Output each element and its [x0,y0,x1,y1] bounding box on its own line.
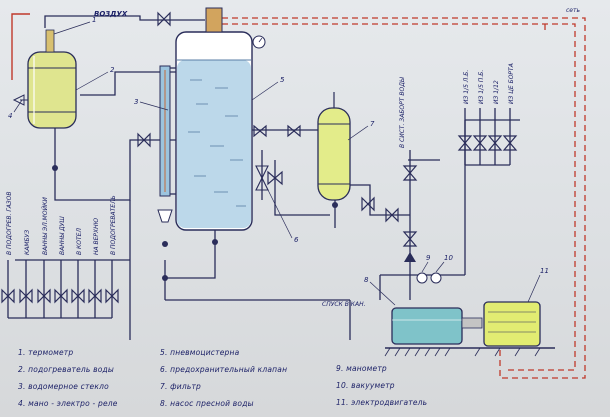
callout-8: 8 [364,276,369,284]
legend-item: 7. фильтр [160,382,201,391]
legend-item: 10. вакууметр [336,381,395,390]
legend-column-3: 9. манометр 10. вакууметр 11. электродви… [336,360,427,411]
air-label: ВОЗДУХ [94,10,128,18]
outlet-label-4: ВАННЫ ДУШ [59,216,66,255]
vacuum-gauge [430,272,442,284]
top-outlet-label-1: ИЗ 1/5 Л.Б. [463,70,470,104]
outlet-label-1: В ПОДОГРЕВ. ГАЗОВ [6,192,13,255]
legend-item: 11. электродвигатель [336,398,428,407]
legend-item: 4. мано - электро - реле [18,399,118,408]
valves [1,11,518,304]
manometer [416,272,428,284]
pressure-electric-relay [12,94,28,106]
callout-11: 11 [540,267,549,275]
legend-item: 9. манометр [336,364,387,373]
side-note-label: В СИСТ. ЗАБОРТ ВОДЫ [399,76,406,148]
callout-4: 4 [8,112,12,120]
top-outlet-pipes [464,108,511,166]
callout-5: 5 [280,76,285,84]
callout-9: 9 [426,254,431,262]
callout-leaders [13,21,541,306]
outlet-label-3: ВАННЫ ЭЛ.МОЙКИ [42,197,49,255]
callout-7: 7 [370,120,375,128]
legend-item: 6. предохранительный клапан [160,365,288,374]
legend-item: 8. насос пресной воды [160,399,254,408]
water-heater [27,51,77,129]
outlet-label-6: НА ВЕРХНЮ [93,217,100,255]
drain-points [52,165,338,281]
callout-2: 2 [110,66,115,74]
callout-10: 10 [444,254,453,262]
bottom-outlet-pipes [7,260,113,319]
safety-valve [255,165,269,191]
legend-item: 3. водомерное стекло [18,382,109,391]
legend-item: 2. подогреватель воды [18,365,115,374]
top-outlet-label-2: ИЗ 1/5 П.Б. [478,70,485,104]
legend-column-2: 5. пневмоцистерна 6. предохранительный к… [160,344,287,412]
thermometer [45,29,55,53]
tank-pressure-gauge [252,35,266,49]
pump-motor-unit [384,347,555,357]
callout-1: 1 [92,16,96,24]
top-outlet-label-3: ИЗ 1/12 [493,80,500,104]
check-valve [404,252,416,262]
outlet-label-5: В КОТЕЛ [76,228,83,255]
network-label: сеть [566,7,580,14]
tank-top-fitting [205,7,223,33]
water-filter [317,92,351,201]
legend-item: 5. пневмоцистерна [160,348,240,357]
legend-item: 1. термометр [18,348,74,357]
callout-6: 6 [294,236,299,244]
legend-column-1: 1. термометр 2. подогреватель воды 3. во… [18,344,118,412]
signal-wire [222,17,586,379]
outlet-label-7: В ПОДОГРЕВАТЕЛЬ [110,195,117,255]
water-level-glass [157,65,176,223]
fresh-water-pump [391,307,483,345]
callout-3: 3 [134,98,138,106]
top-outlet-label-4: ИЗ ЦЕ БОРТА [508,63,515,104]
pipe-network [11,13,520,340]
electric-motor [483,301,541,347]
pneumatic-tank [175,31,253,231]
drain-label: СПУСК В КАН. [322,301,366,308]
outlet-label-2: КАМБУЗ [24,230,31,255]
